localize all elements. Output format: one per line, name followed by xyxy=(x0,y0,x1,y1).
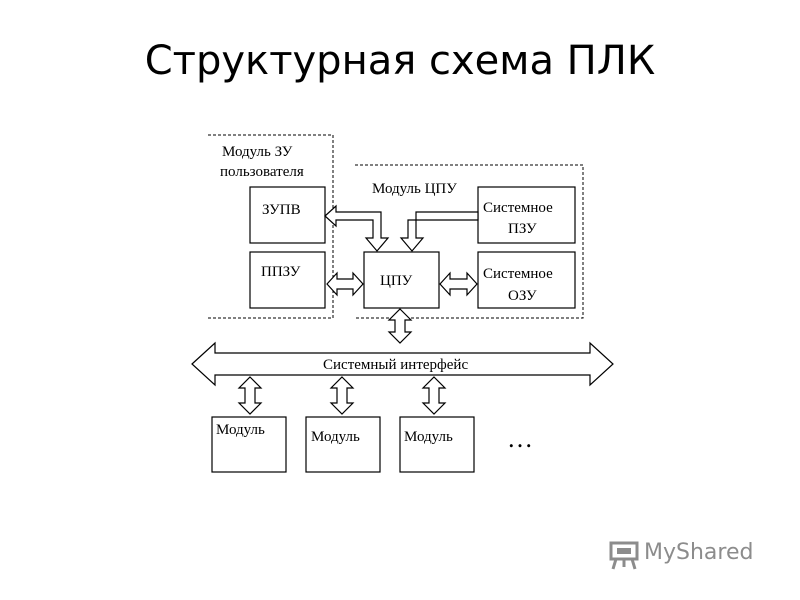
system-bus-label: Системный интерфейс xyxy=(323,357,468,373)
user-memory-module-label-1: Модуль ЗУ xyxy=(222,144,293,160)
system-ram-label-1: Системное xyxy=(483,266,553,282)
io-module-1-label: Модуль xyxy=(216,422,265,438)
io-module-3-label: Модуль xyxy=(404,429,453,445)
watermark-text: MyShared xyxy=(644,540,754,565)
cpu-module-outline xyxy=(355,164,584,319)
zupv-block xyxy=(249,186,326,244)
io-module-3 xyxy=(399,416,475,473)
cpu-block xyxy=(363,251,440,309)
system-rom-block xyxy=(477,186,576,244)
cpu-bus-arrow xyxy=(387,308,413,344)
zupv-label: ЗУПВ xyxy=(262,202,301,218)
system-ram-block xyxy=(477,251,576,309)
presentation-board-icon xyxy=(609,541,639,570)
module-1-bus-arrow xyxy=(237,376,263,415)
user-memory-module-outline xyxy=(208,134,334,319)
user-memory-module-label-2: пользователя xyxy=(220,164,304,180)
io-module-2 xyxy=(305,416,381,473)
system-rom-label-2: ПЗУ xyxy=(508,221,537,237)
module-2-bus-arrow xyxy=(329,376,355,415)
ppzu-cpu-arrow xyxy=(326,271,364,297)
system-bus-arrow xyxy=(191,341,614,387)
io-module-1 xyxy=(211,416,287,473)
module-3-bus-arrow xyxy=(421,376,447,415)
cpu-label: ЦПУ xyxy=(380,273,413,289)
io-module-2-label: Модуль xyxy=(311,429,360,445)
cpu-ram-arrow xyxy=(439,271,478,297)
ppzu-block xyxy=(249,251,326,309)
more-modules-ellipsis: … xyxy=(507,424,533,453)
cpu-module-label: Модуль ЦПУ xyxy=(372,181,457,197)
rom-cpu-arrow xyxy=(399,211,479,252)
zupv-cpu-arrow xyxy=(324,204,390,252)
system-ram-label-2: ОЗУ xyxy=(508,288,537,304)
system-rom-label-1: Системное xyxy=(483,200,553,216)
ppzu-label: ППЗУ xyxy=(261,264,301,280)
slide-title: Структурная схема ПЛК xyxy=(144,38,656,84)
